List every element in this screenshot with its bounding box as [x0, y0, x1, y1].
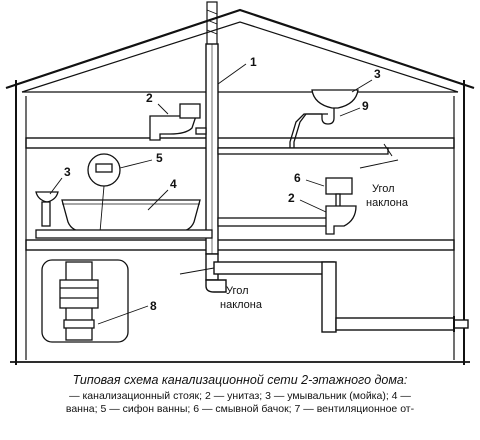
washbasin-lower-stand [41, 201, 51, 227]
siphon-upper [321, 108, 335, 125]
leader-4 [147, 189, 169, 211]
washbasin-drain-pipe-2 [293, 113, 328, 150]
slope-note-low-line2: наклона [220, 299, 263, 311]
leader-2-top [157, 103, 169, 115]
floor-slab-1 [25, 239, 455, 251]
callout-8: 8 [150, 299, 157, 313]
toilet-lower-bowl [325, 205, 357, 235]
sewer-scheme-diagram: 1 2 3 9 3 5 4 6 2 8 Угол наклона Угол на… [5, 1, 475, 365]
leader-6 [305, 179, 325, 187]
floor-slab-2 [25, 137, 455, 149]
toilet-upper [149, 103, 207, 141]
toilet-upper-tank [179, 103, 201, 119]
roof-outer [5, 8, 475, 90]
roof-inner [21, 21, 459, 93]
bathtub [61, 199, 201, 233]
slope-low-line [179, 267, 215, 275]
callout-9: 9 [362, 99, 369, 113]
vent-cap [206, 1, 218, 47]
drain-line-right [217, 217, 331, 227]
washbasin-drain-pipe [289, 113, 322, 150]
leader-5 [119, 159, 153, 169]
bath-siphon-detail [95, 163, 113, 173]
leader-1 [217, 63, 247, 85]
slope-note-right-line1: Угол [372, 183, 395, 195]
cleanout-clamp [63, 319, 95, 329]
outlet-through-wall [453, 319, 469, 329]
callout-2-top: 2 [146, 91, 153, 105]
slope-note-low-line1: Угол [226, 285, 249, 297]
first-floor-fixtures [35, 143, 393, 239]
basement-outlet [335, 317, 455, 331]
callout-3-top: 3 [374, 67, 381, 81]
callout-5: 5 [156, 151, 163, 165]
toilet-upper-bowl [149, 115, 197, 141]
cleanout-inset [41, 259, 129, 343]
caption-title: Типовая схема канализационной сети 2-эта… [72, 373, 408, 387]
stack-elbow [205, 279, 227, 293]
leader-3-left [49, 177, 63, 195]
caption-legend: — канализационный стояк; 2 — унитаз; 3 —… [0, 390, 480, 416]
basement-drain [213, 261, 469, 333]
callout-1: 1 [250, 55, 257, 69]
callout-6: 6 [294, 171, 301, 185]
washbasin-upper-bowl [311, 89, 359, 109]
vent-hatch-3 [206, 29, 218, 35]
callout-4: 4 [170, 177, 177, 191]
caption-legend-line-1: — канализационный стояк; 2 — унитаз; 3 —… [69, 390, 411, 402]
main-stack [205, 43, 227, 293]
toilet-upper-drain [195, 127, 207, 135]
bath-siphon-leader [99, 185, 105, 233]
vent-hatch [206, 9, 218, 15]
leader-9 [339, 107, 361, 117]
house-outline [5, 1, 475, 365]
vent-hatch-2 [206, 19, 218, 25]
drain-line-second-floor [217, 147, 389, 155]
drain-line-first-floor [35, 229, 213, 239]
washbasin-upper [289, 89, 359, 150]
callout-3-left: 3 [64, 165, 71, 179]
flush-tank [325, 177, 353, 195]
slope-right-line [359, 159, 399, 169]
leader-3-top [351, 79, 373, 93]
basement-horizontal [213, 261, 335, 275]
washbasin-lower-bowl [35, 191, 59, 203]
leader-lines [49, 63, 399, 325]
caption-legend-line-2: ванна; 5 — сифон ванны; 6 — смывной бачо… [65, 403, 415, 415]
leader-2-mid [299, 199, 327, 213]
cleanout-body [59, 279, 99, 309]
vent-branch [383, 143, 393, 157]
leader-8 [97, 305, 149, 325]
slope-note-right-line2: наклона [366, 197, 409, 209]
callout-2-mid: 2 [288, 191, 295, 205]
basement-vertical [321, 261, 337, 333]
